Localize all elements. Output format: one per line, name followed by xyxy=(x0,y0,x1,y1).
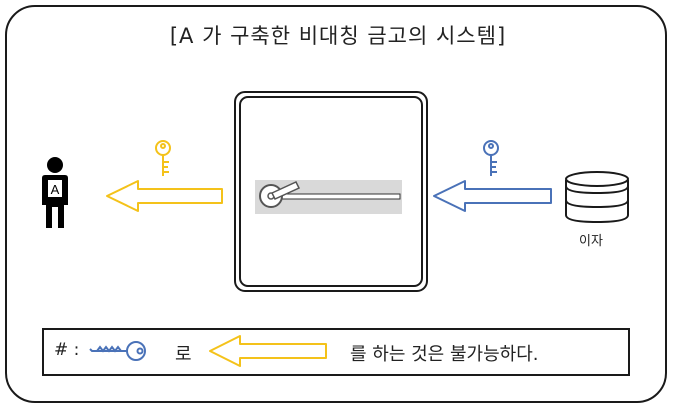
legend-hash-label: # : xyxy=(54,340,79,360)
legend-box xyxy=(42,328,630,376)
yellow-key-icon xyxy=(156,141,170,176)
person-label: A xyxy=(51,182,60,197)
database-label: 이자 xyxy=(579,230,603,249)
yellow-arrow-icon xyxy=(107,181,222,211)
blue-key-icon xyxy=(484,141,498,176)
blue-arrow-icon xyxy=(434,181,551,211)
legend-text: 를 하는 것은 불가능하다. xyxy=(350,340,539,366)
legend-ro-label: 로 xyxy=(175,340,192,366)
database-icon xyxy=(566,172,628,222)
safe-icon xyxy=(235,92,427,291)
person-icon: A xyxy=(42,157,68,228)
